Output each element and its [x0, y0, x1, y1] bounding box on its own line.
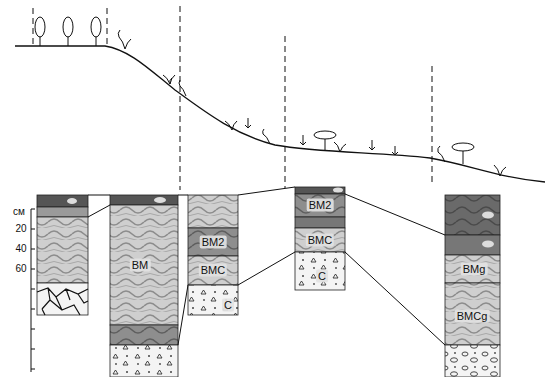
forest-tree	[35, 17, 101, 46]
horizon-label: BM	[130, 259, 151, 272]
soil-profile	[295, 187, 345, 290]
horizon-label: C	[222, 299, 234, 312]
soil-profile	[37, 195, 88, 315]
depth-tick-label: 60	[13, 263, 28, 275]
depth-tick-label: 40	[13, 243, 28, 255]
shrub-symbol	[118, 30, 506, 176]
horizon-label: BM2	[200, 236, 227, 249]
zone-divider	[33, 6, 432, 190]
runoff-arrow	[245, 118, 398, 155]
ground-surface	[15, 46, 545, 182]
horizon-label: BMC	[199, 264, 227, 277]
soil-profile	[110, 195, 178, 377]
depth-tick-label: 20	[13, 223, 28, 235]
depth-axis	[31, 209, 35, 372]
horizon-correlation-line	[88, 187, 445, 345]
horizon-label: BM2	[307, 199, 334, 212]
axis-unit: см	[11, 206, 27, 218]
horizon-label: BMC	[306, 234, 334, 247]
horizon-label: BMCg	[455, 310, 490, 323]
horizon-label: C	[316, 270, 328, 283]
horizon-label: BMg	[461, 263, 488, 276]
soil-profile	[188, 195, 238, 315]
soil-profile	[445, 195, 500, 377]
umbrella-tree	[314, 131, 474, 164]
